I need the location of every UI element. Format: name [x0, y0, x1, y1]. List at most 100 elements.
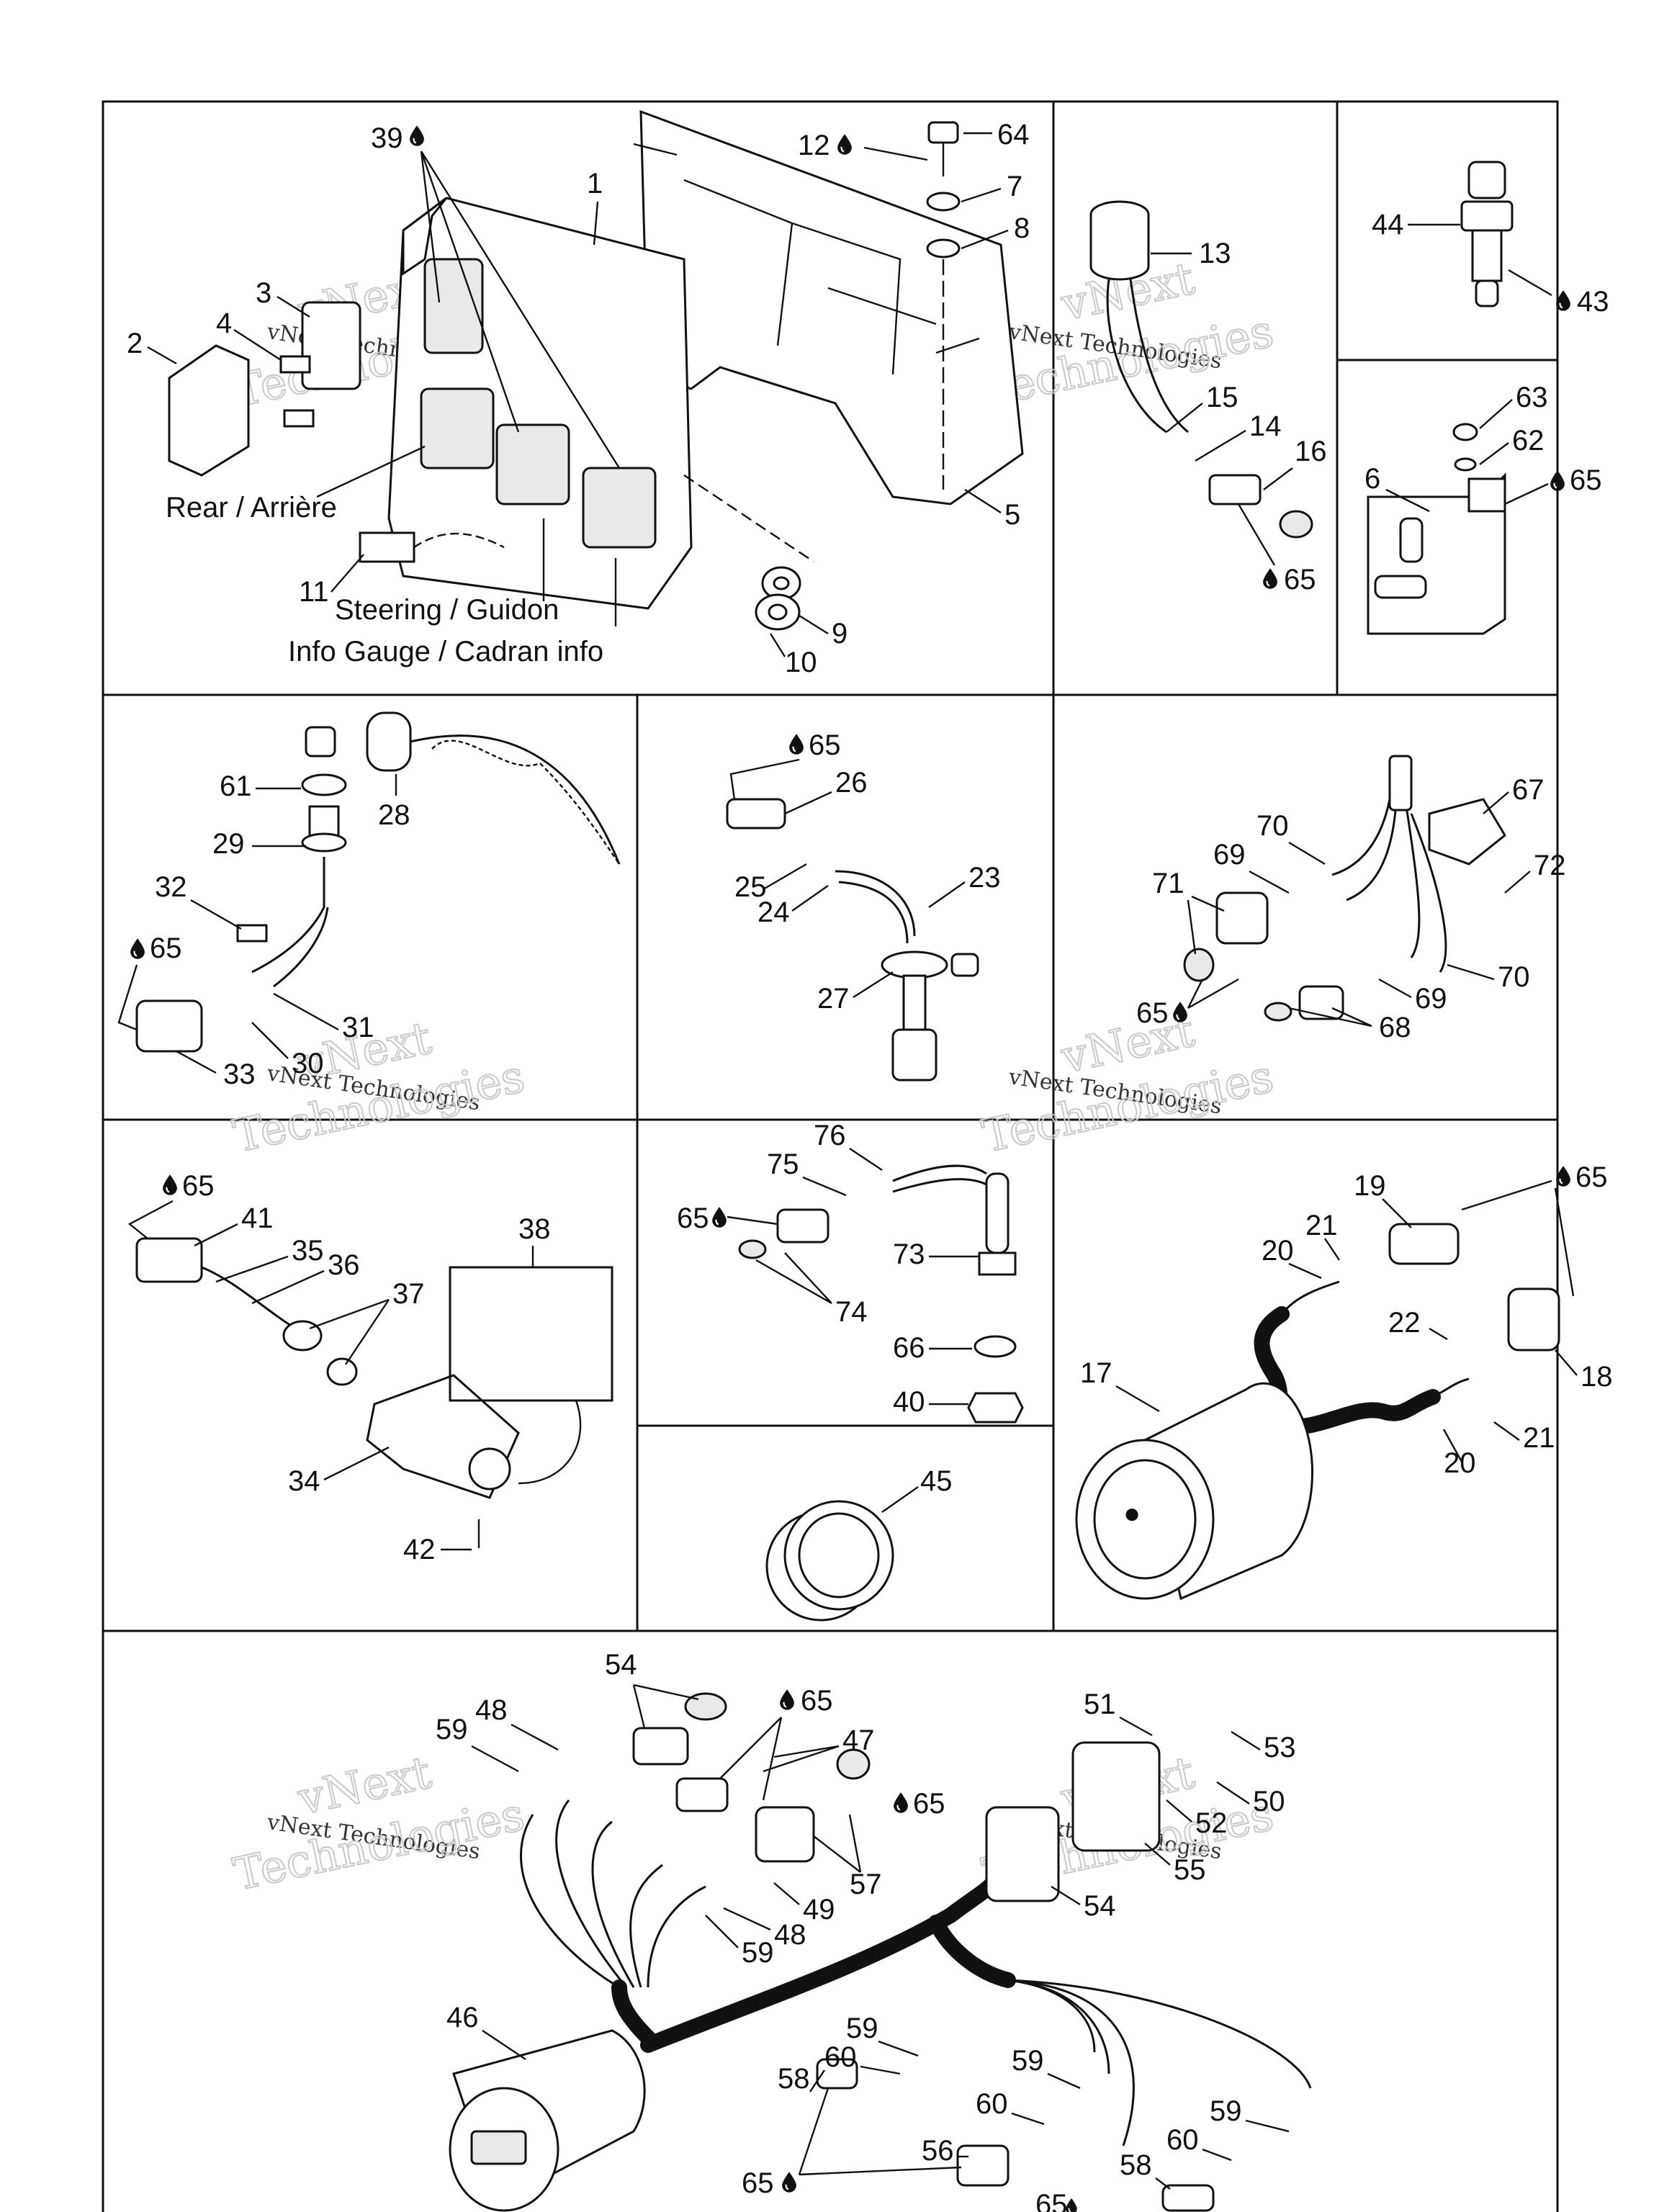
ring-45-drawing: [765, 1500, 894, 1622]
part-number-label: 73: [893, 1238, 925, 1270]
part-number-label: 74: [835, 1296, 868, 1328]
part-number-label: 65: [677, 1202, 709, 1234]
sensor-44-drawing: [1460, 161, 1514, 307]
part-number-label: 57: [850, 1869, 882, 1900]
part-number-label: 19: [1354, 1170, 1386, 1202]
part-number-label: 16: [1295, 436, 1327, 467]
part-number-label: 71: [1152, 868, 1184, 899]
part-number-label: 2: [127, 328, 143, 359]
part-number-label: 69: [1415, 983, 1447, 1015]
part-number-label: 70: [1498, 961, 1530, 993]
part-number-label: 47: [842, 1725, 875, 1756]
part-number-label: 76: [814, 1120, 846, 1151]
part-number-label: 58: [1120, 2149, 1152, 2181]
part-number-label: 65: [1136, 997, 1169, 1029]
part-number-label: 35: [292, 1235, 324, 1267]
part-number-label: 11: [299, 576, 329, 608]
part-number-label: 15: [1206, 382, 1238, 413]
watermark-3: vNext vNext Technologies Technologies: [228, 1011, 530, 1164]
part-number-label: 48: [475, 1694, 508, 1726]
part-number-label: 46: [446, 2002, 479, 2033]
part-number-label: 44: [1372, 209, 1404, 240]
panel3-labels: 44 43: [1372, 209, 1609, 318]
part-number-label: 20: [1444, 1447, 1476, 1479]
part-number-label: 12: [798, 130, 830, 161]
panel-frame: [102, 100, 1559, 2212]
part-number-label: 65: [182, 1170, 215, 1202]
watermark-4: vNext vNext Technologies Technologies: [977, 1004, 1279, 1164]
watermark-5: vNext vNext Technologies Technologies: [228, 1745, 530, 1902]
part-number-label: 3: [256, 277, 271, 309]
drop-icon: [837, 133, 853, 156]
part-number-label: 53: [1264, 1732, 1296, 1763]
part-number-label: 65: [1575, 1161, 1608, 1193]
part-number-label: 65: [1284, 564, 1316, 595]
part-number-label: 43: [1577, 286, 1609, 318]
part-number-label: 55: [1174, 1854, 1206, 1886]
part-number-label: 5: [1004, 499, 1020, 531]
panel8-labels: 65 41 35 36 37 38 34 42: [127, 1170, 551, 1565]
drop-icon: [781, 2171, 797, 2193]
part-number-label: 65: [150, 932, 182, 964]
ecu-module-drawing: [168, 109, 1024, 631]
panel12-labels: 54 48 59 65 47 65 57 49 48 59 51 53 50 5…: [436, 1649, 1296, 2212]
part-number-label: 34: [288, 1465, 320, 1497]
part-number-label: 59: [742, 1937, 774, 1969]
part-number-label: 58: [778, 2063, 810, 2095]
part-number-label: 70: [1256, 810, 1289, 842]
part-number-label: 45: [920, 1465, 953, 1497]
drop-icon: [409, 125, 425, 147]
part-number-label: 31: [342, 1012, 374, 1043]
part-number-label: 60: [976, 2088, 1008, 2120]
panel1-labels: 1 2 3 4 5 7 8 9 10 11 12 64 39 Rear / Ar…: [127, 119, 1030, 678]
part-number-label: 23: [968, 862, 1001, 894]
drop-icon: [711, 1206, 727, 1228]
drop-icon: [1550, 469, 1565, 492]
lanyard-drawing: [135, 711, 621, 1053]
drop-icon: [130, 938, 145, 960]
part-number-label: 8: [1014, 212, 1030, 244]
drop-icon: [779, 1689, 795, 1711]
part-number-label: 4: [216, 307, 232, 339]
part-number-label: 14: [1249, 410, 1282, 442]
panel11-labels: 19 65 21 20 22 18 21 20 17: [1080, 1161, 1613, 1479]
part-number-label: 28: [378, 799, 410, 831]
part-number-label: 52: [1195, 1807, 1228, 1839]
part-number-label: 54: [1084, 1890, 1116, 1922]
drop-icon: [1065, 2198, 1078, 2212]
part-number-label: 9: [832, 618, 848, 649]
part-number-label: 27: [817, 983, 850, 1015]
part-number-label: 39: [371, 122, 403, 154]
part-number-label: 41: [241, 1202, 274, 1234]
panel10-labels: 45: [881, 1465, 953, 1513]
part-number-label: 48: [774, 1919, 806, 1951]
part-number-label: 65: [1570, 464, 1602, 496]
part-number-label: 59: [1210, 2095, 1242, 2127]
panel9-labels: 76 75 65 73 74 66 40: [677, 1120, 979, 1418]
panel7-labels: 67 70 69 71 72 70 69 68 65: [1136, 774, 1566, 1043]
sensor-73-drawing: [738, 1164, 1024, 1424]
caption-steering: Steering / Guidon: [335, 594, 559, 626]
part-number-label: 32: [155, 871, 187, 903]
module-67-drawing: [1183, 755, 1506, 1022]
sensor-13-drawing: [1089, 200, 1313, 539]
part-number-label: 50: [1253, 1786, 1285, 1817]
part-number-label: 65: [913, 1788, 945, 1820]
part-number-label: 36: [328, 1249, 360, 1281]
gauge-17-drawing: ●: [1075, 1223, 1560, 1601]
part-number-label: 30: [292, 1048, 324, 1079]
part-number-label: 65: [1035, 2189, 1068, 2212]
part-number-label: 25: [734, 871, 767, 903]
part-number-label: 22: [1388, 1307, 1421, 1339]
part-number-label: 6: [1364, 463, 1380, 495]
part-number-label: 33: [223, 1058, 256, 1090]
part-number-label: 21: [1523, 1422, 1555, 1454]
panel5-labels: 61 28 29 32 65 31 30 33: [117, 770, 410, 1090]
part-number-label: 65: [742, 2167, 774, 2199]
part-number-label: 7: [1007, 171, 1022, 202]
part-number-label: 17: [1080, 1357, 1112, 1389]
caption-rear: Rear / Arrière: [166, 492, 337, 523]
part-number-label: 62: [1512, 425, 1545, 457]
part-number-label: 59: [846, 2013, 878, 2044]
part-number-label: 60: [824, 2041, 857, 2073]
